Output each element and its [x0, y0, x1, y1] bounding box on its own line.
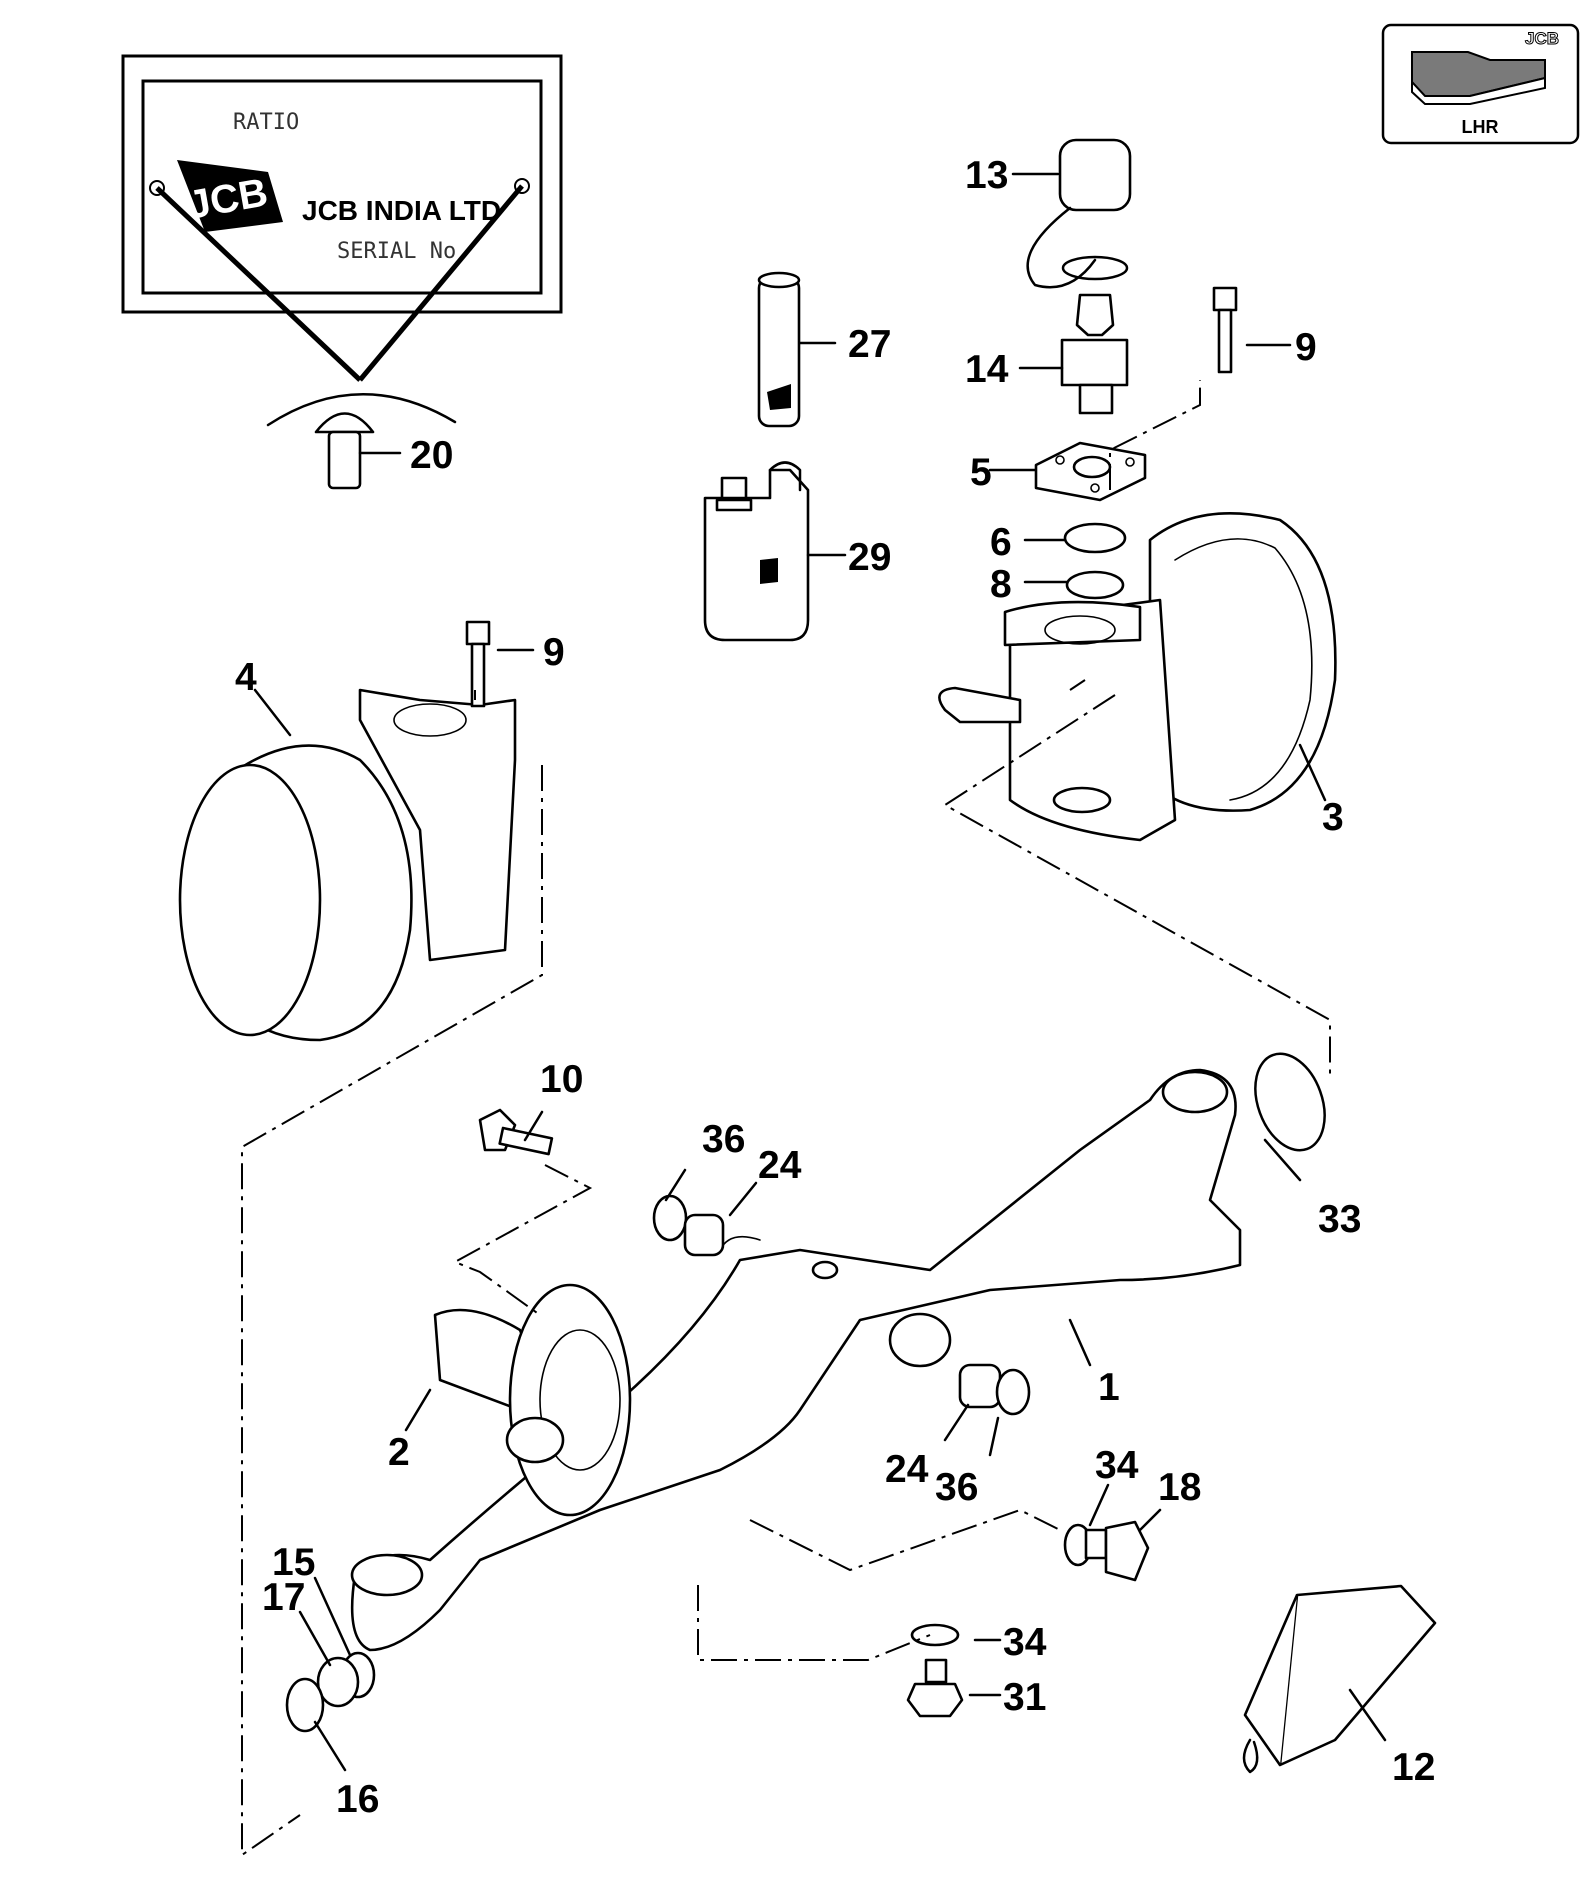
callout-9: 9 [1295, 326, 1317, 369]
callout-labels: 1 2 3 4 5 6 8 9 9 10 12 13 14 15 16 17 1… [235, 154, 1435, 1821]
callout-33: 33 [1318, 1198, 1361, 1241]
callout-31: 31 [1003, 1676, 1046, 1719]
grease-nipple-part [1060, 293, 1129, 415]
retainer-plate-part [1034, 441, 1147, 502]
differential-part [433, 1283, 632, 1517]
seal-part [1065, 570, 1125, 600]
callout-18: 18 [1158, 1466, 1201, 1509]
callout-20: 20 [410, 434, 453, 477]
bolt-part [478, 1108, 554, 1156]
callout-15: 15 [272, 1541, 315, 1584]
o-ring-part [1254, 1052, 1326, 1152]
brand-badge-logo: JCB [1525, 29, 1559, 48]
pin-part [757, 271, 801, 428]
bush-part [683, 1213, 725, 1257]
brand-badge: JCB LHR [1381, 23, 1580, 145]
brand-badge-label: LHR [1462, 117, 1499, 137]
callout-5: 5 [970, 451, 992, 494]
callout-24: 24 [885, 1448, 929, 1491]
seal-part [316, 1656, 360, 1708]
callout-13: 13 [965, 154, 1008, 197]
callout-12: 12 [1392, 1746, 1435, 1789]
callout-29: 29 [848, 536, 891, 579]
callout-34: 34 [1095, 1444, 1139, 1487]
oil-container-part [703, 461, 810, 642]
callout-8: 8 [990, 563, 1012, 606]
callout-6: 6 [990, 521, 1012, 564]
washer-part [652, 1194, 688, 1242]
callout-36: 36 [702, 1118, 745, 1161]
bush-part [958, 1363, 1002, 1409]
bolt-part [1212, 286, 1238, 374]
sealant-tube-part [1242, 1584, 1437, 1774]
callout-17: 17 [262, 1576, 305, 1619]
callout-9: 9 [543, 631, 565, 674]
jcb-logo: JCB [177, 160, 283, 232]
plug-part [1084, 1520, 1150, 1582]
leader-lines [253, 172, 1387, 1772]
left-hub-part [178, 688, 517, 1042]
arrow-right-icon [1411, 51, 1546, 105]
data-plate: RATIO JCB JCB INDIA LTD SERIAL No [121, 54, 563, 427]
bush-part [1063, 522, 1127, 554]
rivet-part [314, 412, 375, 490]
plate-ratio-text: RATIO [233, 110, 299, 135]
callout-1: 1 [1098, 1366, 1120, 1409]
callout-34: 34 [1003, 1621, 1047, 1664]
plate-company-text: JCB INDIA LTD [302, 195, 501, 226]
callout-10: 10 [540, 1058, 583, 1101]
washer-part [995, 1368, 1031, 1416]
callout-27: 27 [848, 323, 891, 366]
grease-cap-part [1026, 138, 1132, 289]
bolt-part [465, 620, 491, 708]
callout-16: 16 [336, 1778, 379, 1821]
right-hub-part [938, 512, 1337, 842]
callout-24: 24 [758, 1144, 802, 1187]
callout-3: 3 [1322, 796, 1344, 839]
plate-serial-text: SERIAL No [337, 239, 456, 264]
callout-36: 36 [935, 1466, 978, 1509]
callout-2: 2 [388, 1431, 410, 1474]
seal-part [285, 1677, 325, 1733]
washer-part [910, 1623, 960, 1647]
callout-4: 4 [235, 656, 257, 699]
drain-plug-part [906, 1658, 964, 1718]
assembly-lines [241, 380, 1331, 1857]
callout-14: 14 [965, 348, 1009, 391]
